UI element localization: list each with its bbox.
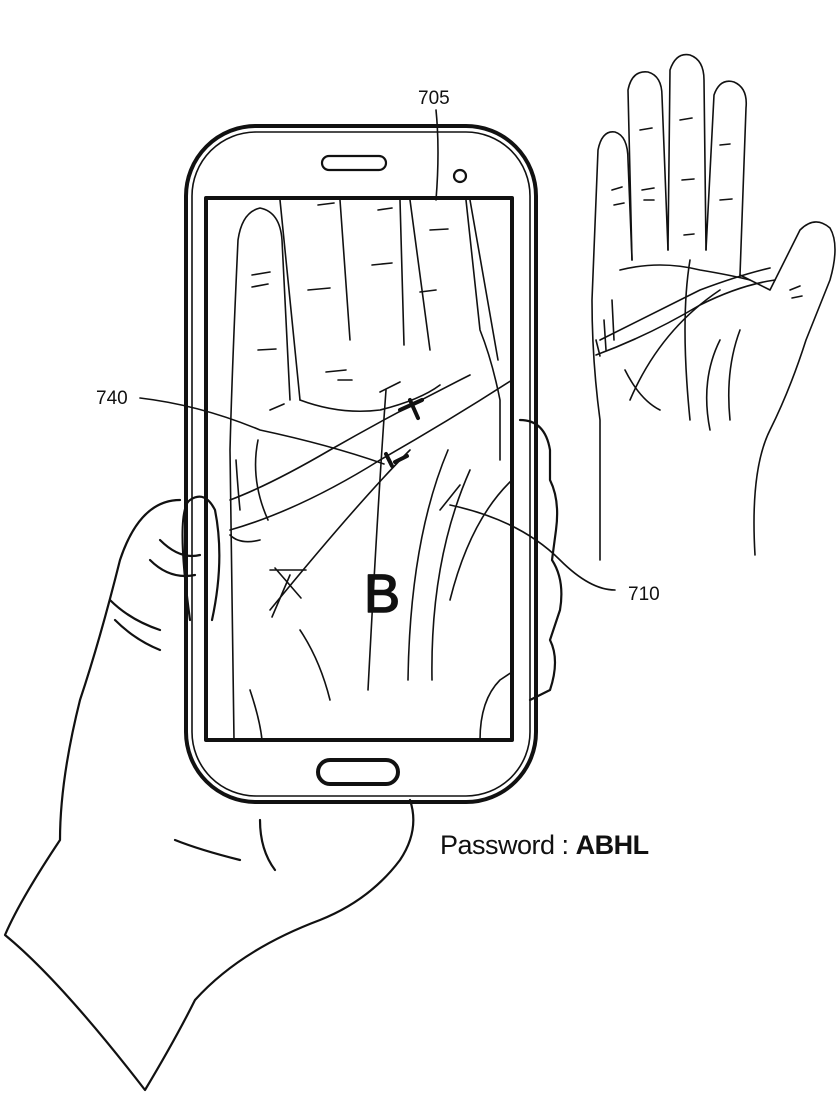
password-label: Password : <box>440 830 569 860</box>
password-caption: Password : ABHL <box>440 830 649 861</box>
speaker-icon <box>320 154 388 172</box>
reference-hand <box>591 53 836 561</box>
label-705: 705 <box>418 88 450 109</box>
palm-image: B <box>229 199 513 741</box>
palm-letter-b: B <box>364 564 400 624</box>
label-710: 710 <box>628 584 660 605</box>
holding-hand <box>3 418 563 1092</box>
home-button[interactable] <box>316 758 400 786</box>
camera-icon <box>452 168 468 184</box>
smartphone <box>184 124 538 804</box>
password-value: ABHL <box>575 830 650 860</box>
label-740: 740 <box>96 388 128 409</box>
phone-screen <box>204 196 514 742</box>
leader-lines <box>139 109 616 591</box>
